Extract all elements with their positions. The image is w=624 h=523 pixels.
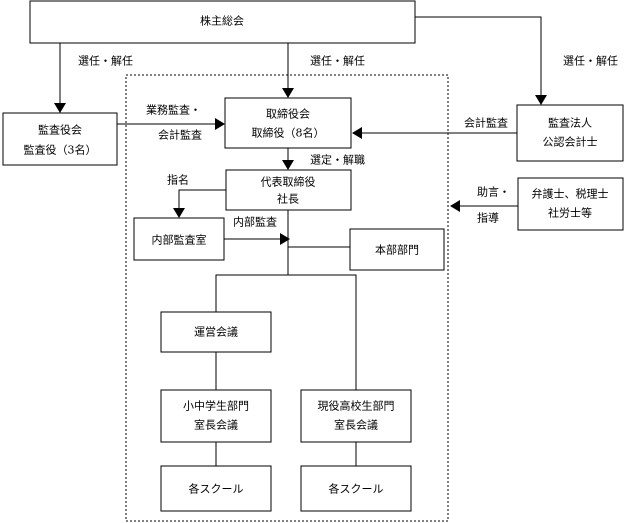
label-experts-2: 社労士等 xyxy=(548,206,592,220)
edge-label-elect-board: 選任・解任 xyxy=(310,54,365,68)
label-shareholders: 株主総会 xyxy=(200,14,244,28)
edge-label-advice-1: 助言・ xyxy=(477,185,510,199)
node-audit-firm xyxy=(516,104,624,162)
label-president-1: 代表取締役 xyxy=(261,175,316,189)
label-auditfirm-1: 監査法人 xyxy=(548,116,592,130)
node-elementary-division xyxy=(160,389,272,443)
label-highschool-2: 室長会議 xyxy=(334,418,378,432)
label-board-2: 取締役（8名） xyxy=(252,126,325,140)
arrow-to-auditors xyxy=(54,103,66,113)
arrow-to-board xyxy=(282,88,294,98)
node-president xyxy=(225,169,352,211)
label-highschool-1: 現役高校生部門 xyxy=(318,399,395,413)
node-internal-audit xyxy=(133,217,225,261)
label-elementary-1: 小中学生部門 xyxy=(183,399,249,413)
label-board-1: 取締役会 xyxy=(266,107,310,121)
arrow-auditfirm-board xyxy=(352,127,362,139)
arrow-board-president xyxy=(282,160,294,170)
node-management-meeting xyxy=(160,311,272,353)
node-schools-right xyxy=(300,465,412,512)
edge-label-accounting-audit: 会計監査 xyxy=(464,116,508,130)
label-elementary-2: 室長会議 xyxy=(194,418,238,432)
label-auditors-1: 監査役会 xyxy=(38,123,82,137)
edge-label-elect-auditfirm: 選任・解任 xyxy=(563,54,618,68)
node-schools-left xyxy=(160,465,272,512)
node-highschool-division xyxy=(300,389,412,443)
label-experts-1: 弁護士、税理士 xyxy=(532,187,609,201)
arrow-internal-audit xyxy=(280,233,290,245)
label-president-2: 社長 xyxy=(277,192,299,206)
edge-label-appoint: 選定・解職 xyxy=(310,153,365,167)
arrow-experts xyxy=(450,200,460,212)
label-schools-right: 各スクール xyxy=(329,482,384,496)
node-shareholders xyxy=(29,0,416,44)
label-auditors-2: 監査役（3名） xyxy=(24,143,97,157)
label-schools-left: 各スクール xyxy=(189,482,244,496)
node-auditors xyxy=(2,112,118,166)
edge-label-advice-2: 指導 xyxy=(477,211,499,225)
edge-label-business-audit-2: 会計監査 xyxy=(158,128,202,142)
edge-label-business-audit-1: 業務監査・ xyxy=(146,103,201,117)
edge-split xyxy=(215,274,357,390)
edge-label-elect-auditors: 選任・解任 xyxy=(78,54,133,68)
company-boundary xyxy=(125,74,449,522)
arrow-auditors-board xyxy=(215,118,225,130)
arrow-nominate xyxy=(173,208,185,218)
edge-label-internal-audit: 内部監査 xyxy=(233,215,277,229)
node-board xyxy=(224,97,352,149)
label-auditfirm-2: 公認会計士 xyxy=(543,135,598,149)
edge-president-internalaudit xyxy=(178,189,226,208)
label-management-meeting: 運営会議 xyxy=(194,325,238,339)
arrow-to-auditfirm xyxy=(535,95,547,105)
edge-shareholders-auditfirm xyxy=(415,16,542,95)
label-headquarters: 本部部門 xyxy=(375,243,419,257)
node-headquarters xyxy=(349,228,445,271)
label-internal-audit: 内部監査室 xyxy=(152,233,207,247)
node-experts xyxy=(517,177,624,231)
edge-label-nominate: 指名 xyxy=(167,173,189,187)
